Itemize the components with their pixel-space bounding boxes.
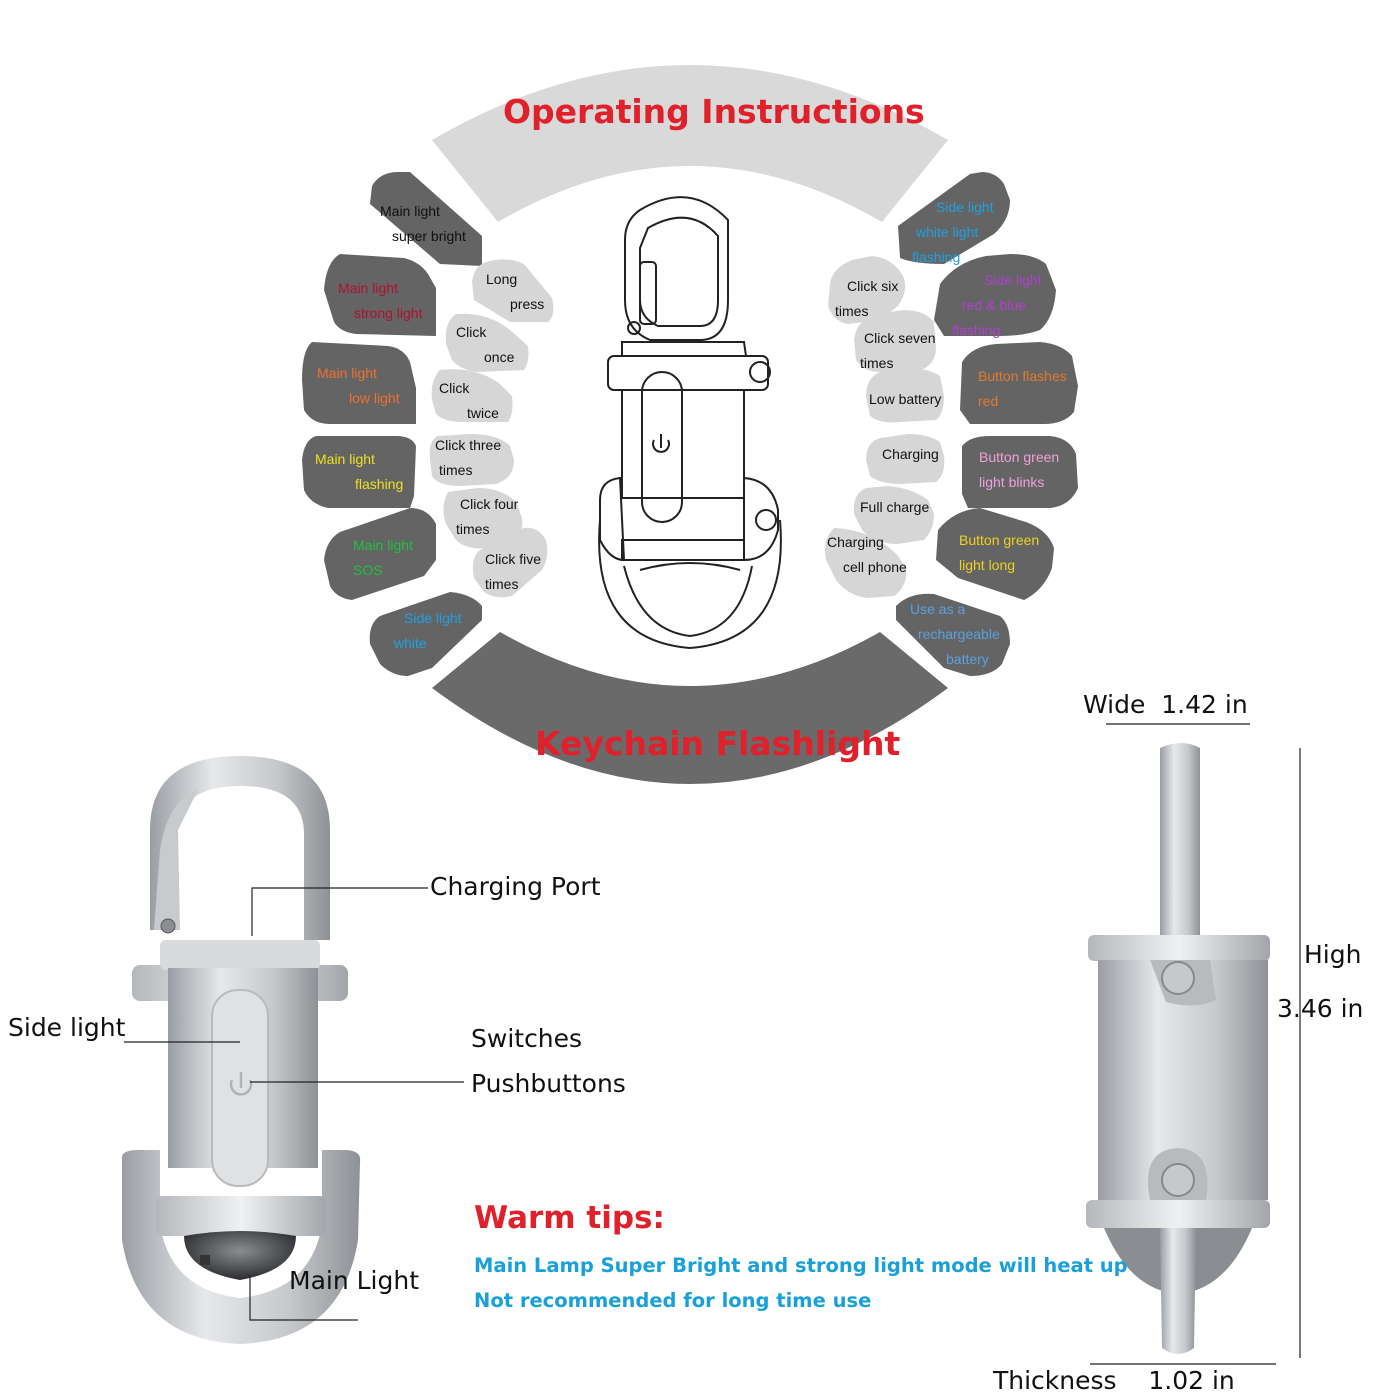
- main-light-label: Main Light: [289, 1266, 420, 1295]
- callout-lines: [124, 887, 464, 1321]
- top-title: Operating Instructions: [503, 92, 925, 131]
- right-action-tile-5: [853, 486, 934, 544]
- right-action-label-5: Full charge: [860, 499, 930, 515]
- left-mode-tile-5: [324, 508, 436, 600]
- high-dimension-label: High: [1304, 940, 1362, 969]
- wide-dimension-label: Wide 1.42 in: [1083, 690, 1248, 719]
- left-action-tile-2: [445, 313, 529, 372]
- left-action-tile-1: [472, 259, 554, 322]
- bottom-title: Keychain Flashlight: [535, 724, 901, 763]
- right-action-tile-4: [866, 434, 945, 484]
- left-action-tile-5: [443, 488, 523, 549]
- pushbuttons-label: Pushbuttons: [471, 1069, 626, 1098]
- right-mode-tile-6: [896, 593, 1010, 676]
- left-mode-tile-1: [370, 172, 482, 266]
- center-carabiner-icon: [598, 196, 782, 650]
- thickness-dimension-label: Thickness 1.02 in: [993, 1366, 1235, 1395]
- side-view-device: [1086, 743, 1270, 1354]
- pushbutton-power-icon: [229, 1072, 253, 1096]
- warm-tips-title: Warm tips:: [474, 1200, 665, 1236]
- right-action-label-3: Low battery: [869, 391, 942, 407]
- right-action-tiles: [825, 256, 945, 598]
- power-icon: [652, 434, 670, 453]
- bottom-arc-band: [432, 632, 948, 784]
- right-action-label-4: Charging: [882, 446, 939, 462]
- side-light-label: Side light: [8, 1013, 126, 1042]
- right-action-tile-1: [828, 256, 906, 324]
- left-mode-tile-6: [369, 592, 482, 676]
- left-action-tile-4: [429, 434, 514, 486]
- right-mode-tile-5: [936, 508, 1054, 600]
- left-action-tiles: [429, 259, 554, 598]
- screw-icon: [1161, 961, 1195, 995]
- right-action-tile-2: [854, 310, 936, 372]
- front-view-device: [121, 756, 361, 1344]
- left-action-tile-6: [472, 527, 548, 598]
- right-mode-tile-3: [960, 342, 1078, 424]
- top-arc-band: [432, 65, 948, 222]
- left-mode-tile-4: [302, 436, 416, 508]
- right-mode-tile-1: [898, 172, 1010, 264]
- right-action-tile-3: [866, 368, 944, 423]
- switches-label: Switches: [471, 1024, 583, 1053]
- dimension-lines: [1090, 723, 1301, 1365]
- right-mode-tiles: [896, 172, 1078, 676]
- charging-port-label: Charging Port: [430, 872, 601, 901]
- left-mode-tile-3: [302, 342, 416, 424]
- warm-tips-line-2: Not recommended for long time use: [474, 1289, 872, 1312]
- right-action-tile-6: [825, 528, 907, 598]
- right-mode-tile-4: [962, 436, 1078, 508]
- left-action-tile-3: [431, 369, 513, 422]
- high-dimension-value: 3.46 in: [1277, 994, 1364, 1023]
- left-mode-tiles: [302, 172, 482, 676]
- right-mode-tile-2: [934, 254, 1056, 336]
- warm-tips-line-1: Main Lamp Super Bright and strong light …: [474, 1254, 1128, 1277]
- left-mode-tile-2: [324, 254, 436, 336]
